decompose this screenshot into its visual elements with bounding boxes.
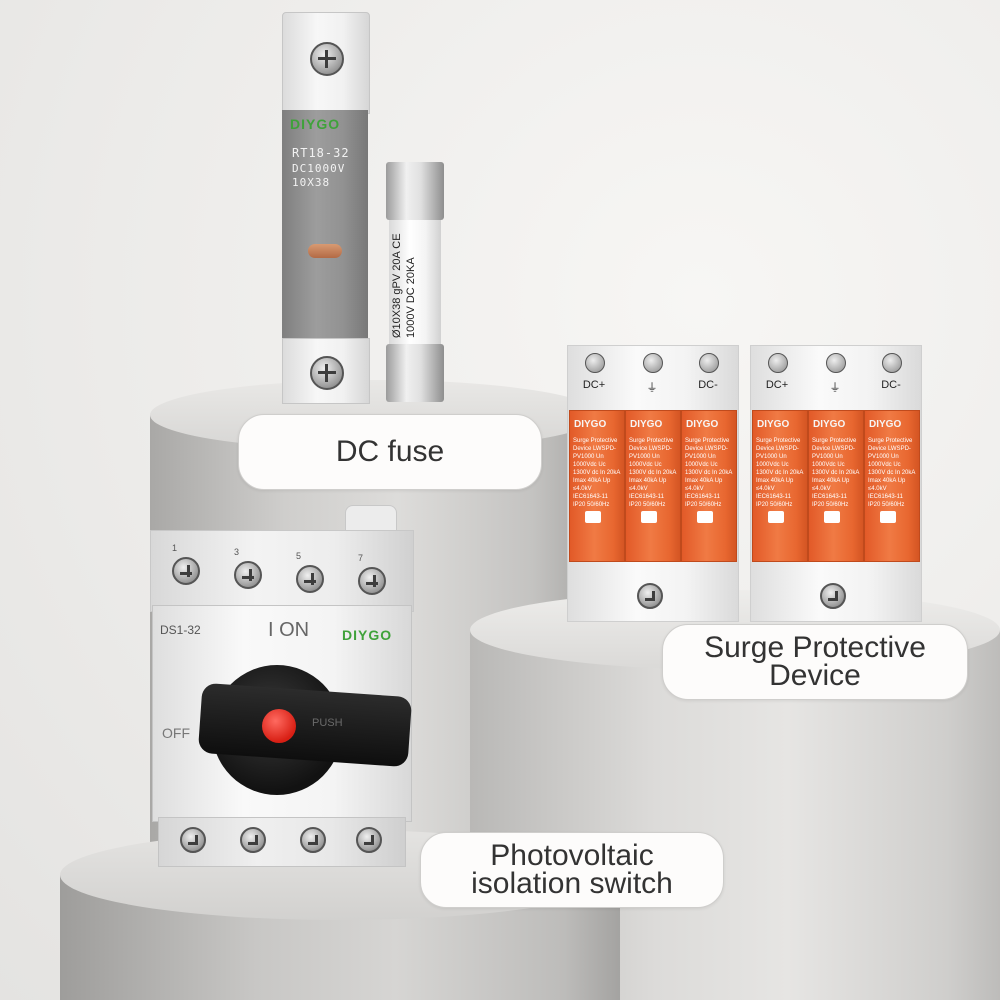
spd-module-text: Surge Protective Device LWSPD-PV1000 Un …: [756, 438, 804, 508]
label-dc-fuse: DC fuse: [238, 414, 542, 490]
terminal-screw-icon: [234, 561, 262, 589]
switch-handle[interactable]: [197, 682, 413, 768]
label-switch-line1: Photovoltaic: [490, 839, 654, 872]
fuse-holder-rating: DC1000V: [292, 162, 346, 175]
spd-module: DIYGO Surge Protective Device LWSPD-PV10…: [808, 410, 864, 562]
push-label: PUSH: [312, 717, 343, 729]
cartridge-fuse-line1: Ø10X38 gPV 20A CE: [391, 233, 403, 338]
photovoltaic-isolation-switch: 1 3 5 7 DS1-32 I ON DIYGO OFF PUSH: [150, 505, 414, 867]
terminal-label-dc-minus: DC-: [881, 379, 901, 391]
surge-protective-device-1: DC+ ⏚ DC- DIYGO Surge Protective Device …: [567, 345, 739, 622]
cartridge-fuse: Ø10X38 gPV 20A CE 1000V DC 20KA: [386, 162, 444, 402]
switch-off-label: OFF: [162, 725, 190, 741]
terminal-screw-icon: [826, 353, 846, 373]
lock-button[interactable]: [262, 709, 296, 743]
terminal-screw-icon: [180, 827, 206, 853]
terminal-label-dc-plus: DC+: [582, 379, 606, 391]
spd-module-text: Surge Protective Device LWSPD-PV1000 Un …: [573, 438, 621, 508]
terminal-screw-icon: [300, 827, 326, 853]
spd-module: DIYGO Surge Protective Device LWSPD-PV10…: [625, 410, 681, 562]
spd-module-text: Surge Protective Device LWSPD-PV1000 Un …: [868, 438, 916, 508]
label-isolation-switch: Photovoltaic isolation switch: [420, 832, 724, 908]
fuse-holder-model: RT18-32: [292, 146, 350, 160]
spd-module-brand: DIYGO: [686, 419, 719, 430]
spd-module-text: Surge Protective Device LWSPD-PV1000 Un …: [812, 438, 860, 508]
spd-module-brand: DIYGO: [813, 419, 846, 430]
fuse-holder-size: 10X38: [292, 176, 331, 189]
spd-module-brand: DIYGO: [757, 419, 790, 430]
spd-module-brand: DIYGO: [630, 419, 663, 430]
switch-model: DS1-32: [160, 623, 201, 637]
fuse-holder: DIYGO RT18-32 DC1000V 10X38: [282, 12, 370, 404]
spd-module: DIYGO Surge Protective Device LWSPD-PV10…: [681, 410, 737, 562]
terminal-screw-icon: [882, 353, 902, 373]
terminal-screw-icon: [768, 353, 788, 373]
cartridge-fuse-markings: Ø10X38 gPV 20A CE 1000V DC 20KA: [390, 233, 418, 338]
spd-module-brand: DIYGO: [574, 419, 607, 430]
terminal-number: 5: [296, 551, 302, 561]
spd-module: DIYGO Surge Protective Device LWSPD-PV10…: [752, 410, 808, 562]
fuse-holder-brand: DIYGO: [290, 116, 341, 132]
terminal-number: 1: [172, 543, 178, 553]
cartridge-fuse-line2: 1000V DC 20KA: [405, 257, 417, 338]
spd-module: DIYGO Surge Protective Device LWSPD-PV10…: [569, 410, 625, 562]
terminal-label-dc-minus: DC-: [698, 379, 718, 391]
terminal-screw-icon: [356, 827, 382, 853]
switch-brand: DIYGO: [342, 627, 393, 643]
terminal-screw-icon: [358, 567, 386, 595]
surge-protective-device-2: DC+ ⏚ DC- DIYGO Surge Protective Device …: [750, 345, 922, 622]
top-screw-icon: [310, 42, 344, 76]
label-spd-line1: Surge Protective: [704, 631, 926, 664]
terminal-screw-icon: [643, 353, 663, 373]
mount-screw-icon: [637, 583, 663, 609]
label-spd-line2: Device: [769, 659, 861, 692]
terminal-screw-icon: [296, 565, 324, 593]
label-surge-protective-device: Surge Protective Device: [662, 624, 968, 700]
ground-icon: ⏚: [646, 382, 658, 394]
spd-module-text: Surge Protective Device LWSPD-PV1000 Un …: [685, 438, 733, 508]
switch-on-label: I ON: [268, 619, 310, 641]
mount-screw-icon: [820, 583, 846, 609]
terminal-number: 3: [234, 547, 240, 557]
indicator-window: [308, 244, 342, 258]
terminal-label-dc-plus: DC+: [765, 379, 789, 391]
spd-module-text: Surge Protective Device LWSPD-PV1000 Un …: [629, 438, 677, 508]
terminal-number: 7: [358, 553, 364, 563]
label-switch-line2: isolation switch: [471, 867, 673, 900]
terminal-screw-icon: [240, 827, 266, 853]
terminal-screw-icon: [172, 557, 200, 585]
ground-icon: ⏚: [829, 382, 841, 394]
terminal-screw-icon: [699, 353, 719, 373]
terminal-screw-icon: [585, 353, 605, 373]
spd-module-brand: DIYGO: [869, 419, 902, 430]
label-dc-fuse-text: DC fuse: [335, 435, 445, 468]
spd-module: DIYGO Surge Protective Device LWSPD-PV10…: [864, 410, 920, 562]
bottom-screw-icon: [310, 356, 344, 390]
